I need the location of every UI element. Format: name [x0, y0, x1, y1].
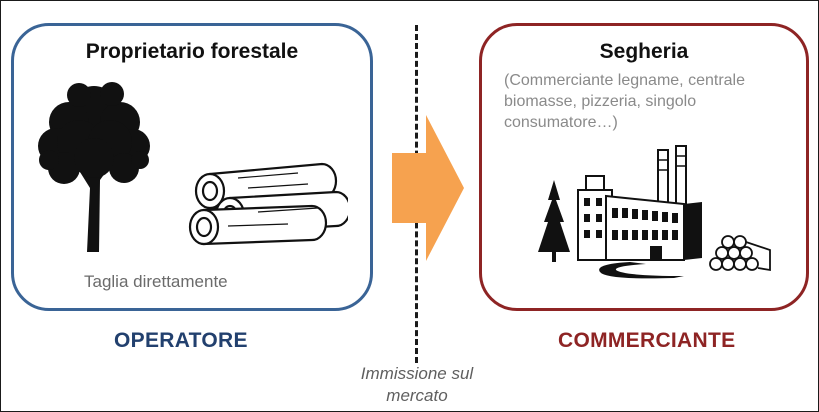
right-arrow-icon [392, 115, 464, 261]
sawmill-title: Segheria [599, 40, 689, 63]
sawmill-box: Segheria (Commerciante legname, centrale… [479, 23, 809, 311]
sawmill-description: (Commerciante legname, centrale biomasse… [504, 72, 745, 131]
market-label-line1: Immissione sul [360, 364, 474, 383]
logs-icon [188, 162, 348, 246]
tree-icon [38, 82, 150, 252]
forest-owner-title: Proprietario forestale [85, 40, 299, 63]
market-placement-label: Immissione sul mercato [337, 363, 497, 407]
trader-label: COMMERCIANTE [558, 329, 736, 352]
forest-owner-box: Proprietario forestale [11, 23, 373, 311]
operator-label: OPERATORE [114, 329, 248, 352]
direct-cutting-caption: Taglia direttamente [84, 272, 228, 291]
sawmill-icon [538, 145, 771, 279]
market-label-line2: mercato [386, 386, 448, 405]
